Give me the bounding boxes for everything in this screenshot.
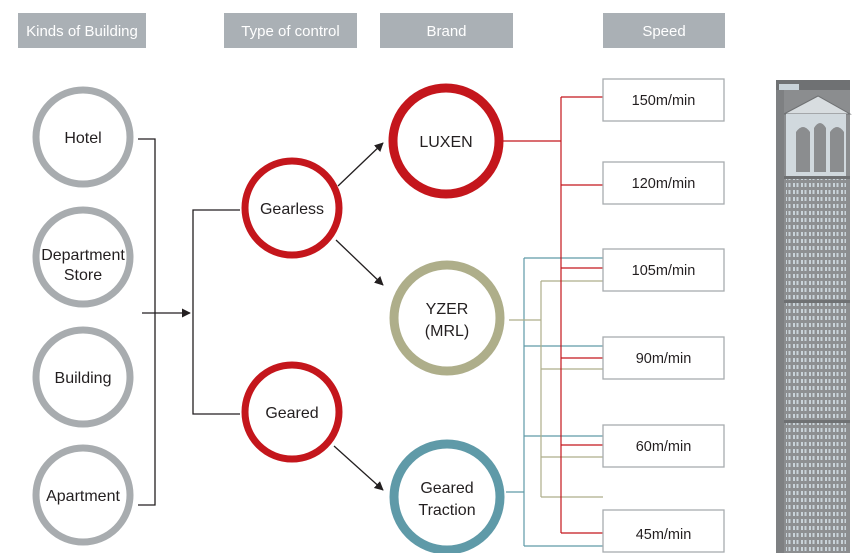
control-geared: Geared [241, 361, 343, 463]
brand-yzer-mrl: YZER (MRL) [389, 260, 505, 376]
speed-150-label: 150m/min [632, 93, 696, 109]
teal-connectors [506, 257, 603, 547]
building-apartment: Apartment [32, 444, 134, 546]
luxen-label: LUXEN [419, 134, 472, 151]
hotel-label: Hotel [64, 130, 101, 147]
buildings-bracket [138, 138, 240, 506]
speed-45-label: 45m/min [636, 527, 692, 543]
speed-box-45: 45m/min [602, 509, 725, 553]
geared-traction-label-line1: Geared [420, 480, 473, 497]
gearless-label: Gearless [260, 201, 324, 218]
building-hotel: Hotel [32, 86, 134, 188]
header-brand-label: Brand [426, 23, 466, 40]
yzer-label-line2: (MRL) [425, 323, 469, 340]
geared-traction-label-line2: Traction [418, 502, 475, 519]
header-kinds-of-building: Kinds of Building [18, 13, 146, 48]
apartment-label: Apartment [46, 488, 120, 505]
yzer-label-line1: YZER [426, 301, 469, 318]
building-department-store: Department Store [32, 206, 134, 308]
header-type-of-control: Type of control [224, 13, 357, 48]
department-label-line2: Store [64, 267, 102, 284]
brand-geared-traction: Geared Traction [389, 439, 505, 553]
speed-90-label: 90m/min [636, 351, 692, 367]
brand-luxen: LUXEN [388, 83, 504, 199]
speed-box-60: 60m/min [602, 424, 725, 468]
building-label: Building [55, 370, 112, 387]
speed-box-105: 105m/min [602, 248, 725, 292]
building-building: Building [32, 326, 134, 428]
department-label-line1: Department [41, 247, 125, 264]
control-gearless: Gearless [241, 157, 343, 259]
header-brand: Brand [380, 13, 513, 48]
geared-label: Geared [265, 405, 318, 422]
control-brand-arrows [333, 142, 384, 491]
header-control-label: Type of control [241, 23, 339, 40]
speed-105-label: 105m/min [632, 263, 696, 279]
speed-60-label: 60m/min [636, 439, 692, 455]
header-speed-label: Speed [642, 23, 685, 40]
olive-connectors [509, 280, 603, 498]
speed-box-150: 150m/min [602, 78, 725, 122]
skyscraper-illustration [776, 80, 852, 553]
speed-box-90: 90m/min [602, 336, 725, 380]
speed-box-120: 120m/min [602, 161, 725, 205]
header-speed: Speed [603, 13, 725, 48]
header-kinds-label: Kinds of Building [26, 23, 138, 40]
speed-120-label: 120m/min [632, 176, 696, 192]
